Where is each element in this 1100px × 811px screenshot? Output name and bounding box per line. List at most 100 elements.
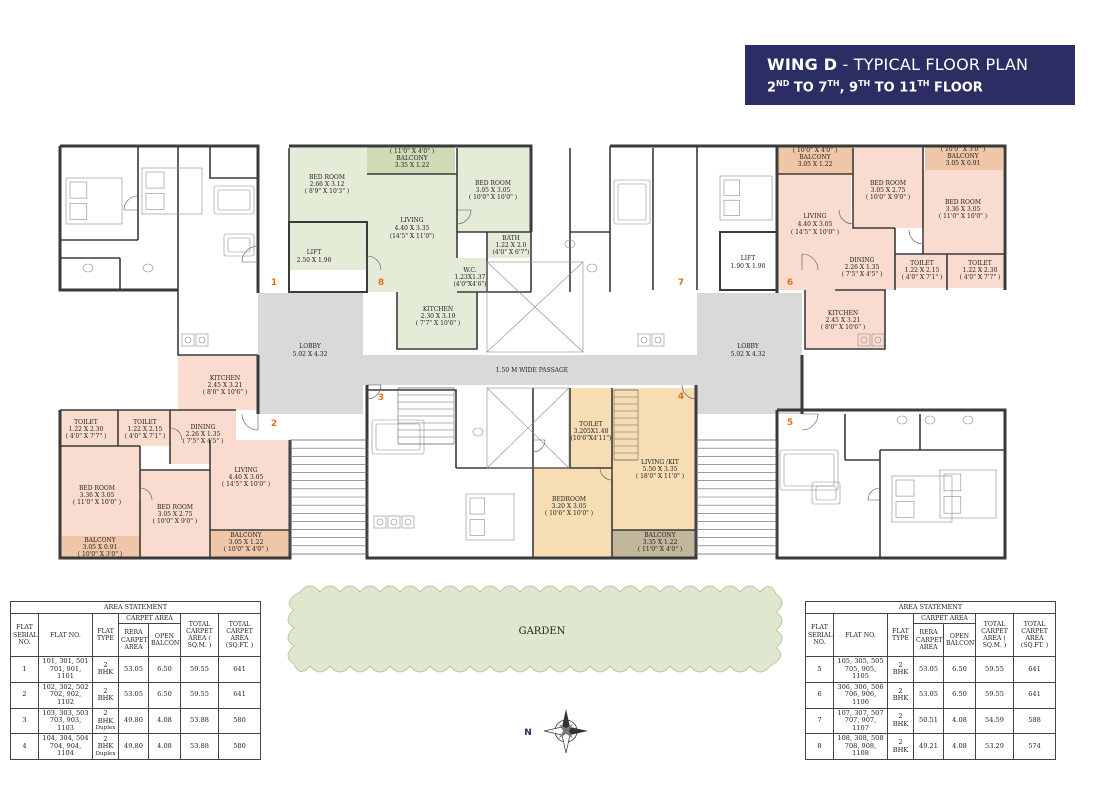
total-sqft-cell: 588 [1012, 707, 1057, 735]
room-label: LIVING /KIT [641, 459, 679, 466]
room-dimension: 1.22 X 2.15 [905, 267, 940, 274]
room-label: BED ROOM [157, 504, 193, 511]
room-dimension: 4.40 X 3.05 [798, 221, 833, 228]
room-dimension-ft: ( 4'0" X 7'1" ) [902, 274, 943, 281]
flat-subtype: Duplex [95, 751, 116, 758]
serial-cell: 3 [10, 707, 39, 735]
compass-north-label: N [524, 728, 532, 738]
sofa-icon [811, 481, 841, 505]
col-header-serial: FLAT SERIAL NO. [10, 612, 39, 658]
room-dimension: 3.05 X 0.91 [946, 160, 981, 167]
col-header-carpet: CARPET AREA [913, 612, 976, 625]
room-label: BALCONY [396, 155, 428, 162]
room-dimension: 1.22 X 2.30 [69, 426, 104, 433]
room-label: KITCHEN [423, 306, 453, 313]
flat6-balcony-fill [777, 146, 853, 174]
flat8-living-fill [367, 174, 457, 292]
type-cell: 2 BHK [887, 656, 914, 683]
room-label: BED ROOM [870, 180, 906, 187]
flat8-balcony-fill [367, 146, 455, 174]
door-swing [169, 427, 183, 441]
flat2-toilet-fill [60, 410, 118, 446]
floor-range-part: FLOOR [929, 80, 983, 96]
passage-label: 1.50 M WIDE PASSAGE [496, 367, 568, 374]
col-header-type: FLAT TYPE [887, 612, 914, 658]
staircase-flat3 [397, 387, 455, 445]
room-dimension-ft: (4'0"X4'6") [453, 281, 486, 288]
door-swing [123, 195, 139, 211]
bed-icon [719, 175, 773, 221]
rera-cell: 53.05 [913, 681, 944, 709]
exterior-wall [60, 144, 260, 293]
door-swing [139, 487, 153, 501]
flat6-toilet-fill [895, 254, 947, 288]
lobby-right-fill [697, 293, 802, 414]
room-label: TOILET [133, 419, 157, 426]
total-sqm-cell: 59.55 [975, 681, 1014, 709]
room-label: TOILET [968, 260, 992, 267]
plan-subtitle: 2ND TO 7TH, 9TH TO 11TH FLOOR [767, 79, 1075, 95]
col-header-total-sqm: TOTAL CARPET AREA ( SQ.M. ) [975, 612, 1014, 658]
flat-type: 2 BHK [97, 734, 114, 751]
bed-icon [65, 177, 123, 225]
stove-icon [857, 333, 871, 347]
room-label: LIVING [400, 217, 423, 224]
walls [58, 144, 1007, 560]
room-label: BALCONY [644, 532, 676, 539]
floor-range-part: TO 11 [870, 80, 918, 96]
type-cell: 2 BHK [887, 733, 914, 761]
flat-number-3: 3 [378, 393, 384, 403]
total-sqm-cell: 53.88 [180, 707, 219, 735]
flat-numbers-line: 104, 304, 504 [42, 734, 89, 743]
flat-numbers-line: 701, 901, 1101 [49, 664, 82, 681]
sofa-icon [223, 233, 255, 257]
serial-cell: 6 [805, 681, 834, 709]
room-label: BATH [502, 235, 520, 242]
flat4-bedroom-fill [533, 468, 612, 558]
ordinal-suffix: TH [917, 79, 930, 88]
room-dimension: 2.30 X 3.19 [421, 313, 456, 320]
type-cell: 2 BHK [887, 707, 914, 735]
rera-cell: 53.05 [118, 681, 149, 709]
floor-range-part: , 9 [839, 80, 859, 96]
room-dimension: 2.26 X 1.35 [186, 431, 221, 438]
flat-numbers-line: 702, 902, 1102 [49, 690, 82, 707]
room-label: TOILET [910, 260, 934, 267]
total-sqft-cell: 641 [217, 681, 262, 709]
total-sqft-cell: 641 [1012, 656, 1057, 683]
flat6-kitchen-fill [805, 290, 885, 349]
flat-numbers-line: 707, 907, 1107 [844, 716, 877, 732]
room-dimension: 1.22 X 2.30 [963, 267, 998, 274]
room-label: BALCONY [799, 154, 831, 161]
room-dimension-ft: ( 8'0" X 10'6" ) [821, 324, 866, 331]
flat8-bath-fill [487, 232, 531, 258]
room-dimension-ft: ( 14'5" X 10'0" ) [222, 481, 270, 488]
room-label: TOILET [74, 419, 98, 426]
room-dimension-ft: ( 10'0" X 4'0" ) [793, 147, 838, 154]
room-dimension-ft: ( 10'0" X 9'0" ) [153, 518, 198, 525]
room-dimension: 2.66 X 3.12 [310, 181, 345, 188]
table-caption: AREA STATEMENT [9, 601, 262, 614]
room-label: BED ROOM [945, 199, 981, 206]
room-dimension-ft: ( 11'0" X 4'0" ) [390, 148, 435, 155]
stove-icon [651, 333, 665, 347]
room-dimension: 3.20 X 3.05 [552, 503, 587, 510]
floor-range-part: 2 [767, 80, 777, 96]
table-caption: AREA STATEMENT [804, 601, 1057, 614]
washbasin-icon [142, 263, 154, 273]
lift-left-dimension: 2.50 X 1.90 [297, 257, 332, 264]
interior-wall [366, 385, 457, 468]
room-dimension: 5.50 X 3.35 [643, 466, 678, 473]
rera-cell: 50.51 [913, 707, 944, 735]
room-dimension: 3.36 X 3.05 [946, 206, 981, 213]
flat6-balcony2-fill [925, 146, 1003, 170]
duct-south [486, 387, 570, 469]
stove-icon [387, 515, 401, 529]
total-sqm-cell: 59.55 [180, 656, 219, 683]
door-swing [532, 439, 546, 453]
